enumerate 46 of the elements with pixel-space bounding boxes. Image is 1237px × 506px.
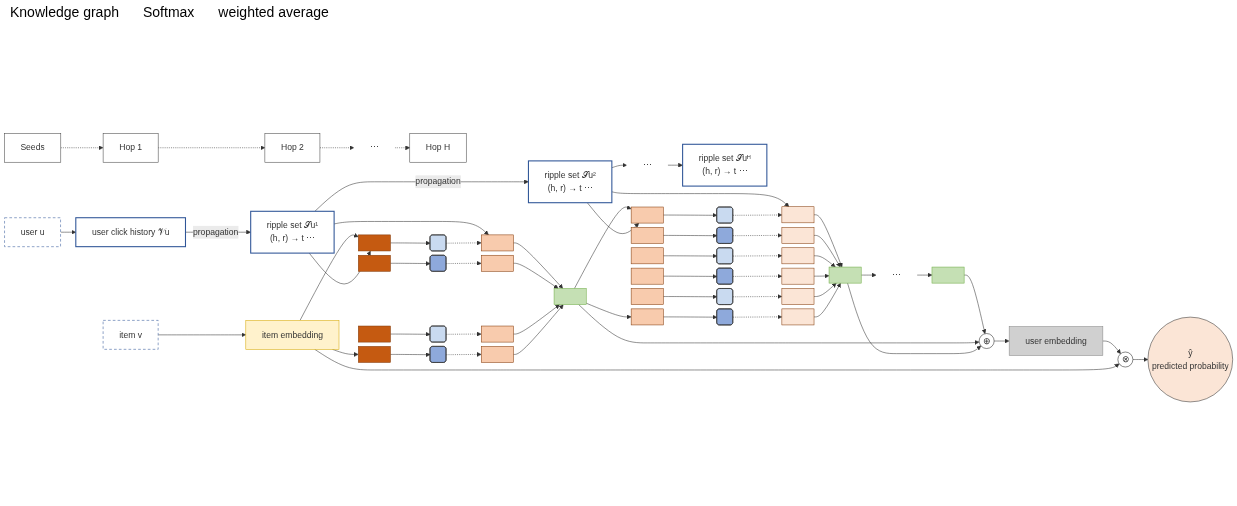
node-box: item embedding bbox=[245, 320, 340, 350]
note-text: Softmax bbox=[143, 4, 195, 22]
node-bar bbox=[781, 227, 815, 245]
node-bar bbox=[553, 288, 587, 306]
edge-label: propagation bbox=[415, 177, 461, 187]
node-bar bbox=[781, 268, 815, 285]
node-bar bbox=[781, 247, 815, 265]
node-bar bbox=[828, 267, 862, 284]
node-bar bbox=[931, 267, 965, 284]
node-box: ripple set 𝒮uᴴ (h, r) → t ⋯ bbox=[682, 144, 768, 188]
node-box: Hop 1 bbox=[102, 133, 159, 163]
node-circle: ⊕ bbox=[978, 333, 995, 350]
node-bar bbox=[630, 309, 664, 326]
node-bar bbox=[358, 346, 391, 364]
node-bar bbox=[781, 309, 815, 326]
node-bar bbox=[630, 247, 664, 265]
node-text: ⋯ bbox=[642, 160, 652, 170]
node-box: user click history 𝒱u bbox=[75, 217, 187, 248]
node-bar bbox=[630, 288, 664, 306]
node-bar bbox=[630, 227, 664, 245]
node-box: Hop 2 bbox=[264, 133, 321, 163]
node-bar bbox=[481, 235, 514, 252]
node-circle: ⊗ bbox=[1117, 352, 1134, 368]
node-bar bbox=[781, 206, 815, 224]
node-text: ⋯ bbox=[370, 143, 379, 153]
node-bar bbox=[481, 326, 514, 343]
node-bar bbox=[481, 346, 514, 364]
node-box: Seeds bbox=[4, 133, 62, 163]
node-text: ⋯ bbox=[892, 270, 901, 280]
node-box: Hop H bbox=[409, 133, 467, 163]
node-box: user u bbox=[4, 217, 61, 248]
node-bar bbox=[358, 255, 391, 272]
node-bar bbox=[358, 235, 391, 252]
edge-label: propagation bbox=[192, 227, 239, 237]
node-box: user embedding bbox=[1008, 326, 1104, 357]
node-box: item v bbox=[102, 320, 159, 350]
node-box: ripple set 𝒮u¹ (h, r) → t ⋯ bbox=[250, 211, 335, 255]
node-bar bbox=[630, 207, 664, 224]
node-bar bbox=[358, 326, 391, 343]
node-bar bbox=[481, 255, 514, 272]
note-text: weighted average bbox=[218, 4, 329, 22]
node-circle: ŷ predicted probability bbox=[1147, 317, 1233, 403]
node-bar bbox=[630, 268, 664, 285]
node-box: ripple set 𝒮u² (h, r) → t ⋯ bbox=[527, 160, 613, 204]
note-text: Knowledge graph bbox=[10, 4, 119, 22]
node-bar bbox=[781, 288, 815, 306]
